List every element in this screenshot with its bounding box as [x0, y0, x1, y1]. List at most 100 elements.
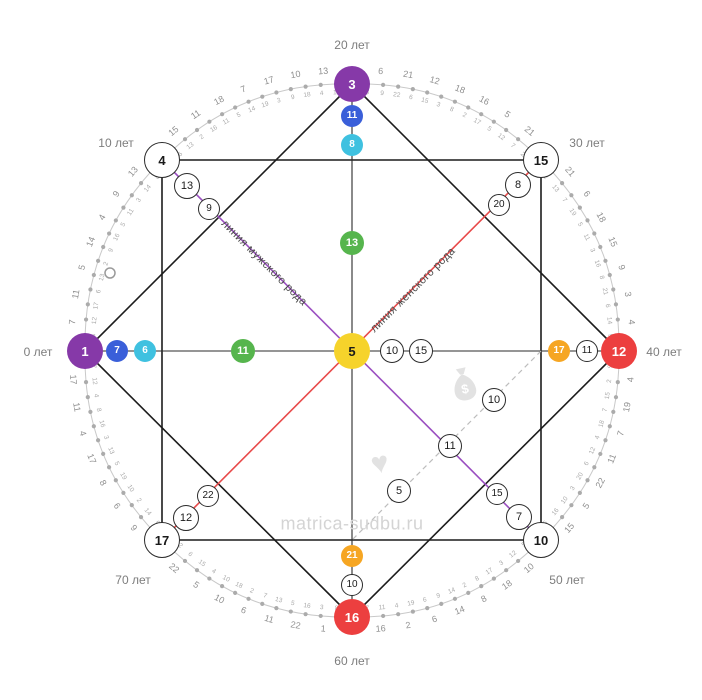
energy-circle-bl-diag-outer[interactable]: 12	[173, 505, 199, 531]
energy-circle-left-cyan[interactable]: 6	[134, 340, 156, 362]
year-dot	[396, 612, 401, 617]
energy-circle-money-line-1[interactable]: 10	[482, 388, 506, 412]
perimeter-energy-inner: 5	[486, 125, 493, 133]
energy-circle-center[interactable]: 5	[334, 333, 370, 369]
perimeter-energy-inner: 12	[91, 316, 99, 324]
year-dot	[466, 105, 471, 110]
energy-circle-age-10-main[interactable]: 4	[144, 142, 180, 178]
year-dot	[611, 409, 616, 414]
svg-text:$: $	[460, 381, 471, 397]
perimeter-energy-outer: 19	[621, 401, 633, 413]
year-dot	[425, 90, 430, 95]
year-dot	[615, 380, 620, 385]
perimeter-energy-inner: 18	[303, 91, 312, 99]
energy-circle-top-cyan[interactable]: 8	[341, 134, 363, 156]
perimeter-energy-outer: 11	[189, 108, 202, 122]
year-dot	[504, 568, 509, 573]
energy-circle-bl-diag-inner[interactable]: 22	[197, 485, 219, 507]
perimeter-energy-outer: 2	[405, 620, 412, 631]
perimeter-energy-inner: 11	[222, 117, 232, 127]
energy-circle-br-diag-outer[interactable]: 7	[506, 504, 532, 530]
perimeter-energy-outer: 22	[290, 619, 302, 631]
energy-circle-left-blue[interactable]: 7	[106, 340, 128, 362]
year-dot	[303, 612, 308, 617]
energy-circle-bottom-white[interactable]: 10	[341, 574, 363, 596]
year-dot	[607, 424, 612, 429]
perimeter-energy-inner: 7	[601, 407, 609, 412]
energy-circle-age-0-main[interactable]: 1	[67, 333, 103, 369]
year-dot	[260, 601, 265, 606]
year-dot	[577, 205, 582, 210]
energy-circle-br-diag-inner[interactable]: 15	[486, 483, 508, 505]
energy-circle-tl-diag-inner[interactable]: 9	[198, 198, 220, 220]
perimeter-energy-outer: 21	[523, 124, 537, 138]
year-dot	[303, 84, 308, 89]
diamond-edge-top-right	[351, 83, 620, 352]
energy-circle-top-green[interactable]: 13	[340, 231, 364, 255]
perimeter-energy-inner: 13	[274, 596, 283, 605]
perimeter-energy-outer: 9	[616, 264, 627, 272]
energy-circle-age-50-main[interactable]: 10	[523, 522, 559, 558]
energy-circle-center-right-2[interactable]: 15	[409, 339, 433, 363]
perimeter-energy-inner: 3	[102, 435, 110, 441]
perimeter-energy-inner: 12	[588, 446, 597, 456]
perimeter-energy-outer: 3	[623, 291, 634, 298]
year-dot	[410, 609, 415, 614]
year-dot	[220, 112, 225, 117]
perimeter-energy-inner: 16	[112, 232, 122, 242]
energy-circle-tr-diag-outer[interactable]: 8	[505, 172, 531, 198]
energy-circle-age-40-main[interactable]: 12	[601, 333, 637, 369]
perimeter-energy-inner: 16	[97, 419, 106, 428]
perimeter-energy-outer: 14	[84, 235, 97, 248]
energy-circle-bottom-orange[interactable]: 21	[341, 545, 363, 567]
perimeter-energy-inner: 5	[120, 221, 128, 228]
age-label-30: 30 лет	[569, 136, 605, 150]
energy-circle-center-right-1[interactable]: 10	[380, 339, 404, 363]
perimeter-energy-inner: 4	[92, 393, 100, 398]
year-dot	[479, 584, 484, 589]
year-dot	[516, 558, 521, 564]
perimeter-energy-inner: 4	[210, 568, 217, 576]
perimeter-energy-inner: 17	[92, 301, 100, 310]
year-dot	[107, 231, 112, 236]
energy-circle-money-line-2[interactable]: 11	[438, 434, 462, 458]
perimeter-energy-outer: 4	[625, 377, 635, 383]
perimeter-energy-outer: 15	[562, 521, 576, 535]
year-dot	[491, 576, 496, 581]
perimeter-energy-inner: 5	[236, 111, 243, 119]
perimeter-energy-inner: 19	[407, 599, 416, 607]
energy-circle-top-blue[interactable]: 11	[341, 105, 363, 127]
female-line-label: линия женского рода	[368, 245, 458, 335]
perimeter-energy-inner: 7	[262, 592, 268, 600]
perimeter-energy-outer: 4	[77, 430, 88, 438]
energy-circle-left-green[interactable]: 11	[231, 339, 255, 363]
year-dot	[194, 127, 200, 133]
age-label-50: 50 лет	[549, 573, 585, 587]
energy-circle-tr-diag-inner[interactable]: 20	[488, 194, 510, 216]
energy-circle-right-orange[interactable]: 17	[548, 340, 570, 362]
perimeter-energy-inner: 2	[606, 379, 613, 384]
perimeter-energy-outer: 5	[581, 501, 592, 511]
perimeter-energy-inner: 11	[378, 604, 386, 612]
perimeter-energy-outer: 16	[478, 94, 492, 108]
perimeter-energy-outer: 18	[595, 210, 609, 224]
perimeter-energy-inner: 6	[422, 596, 428, 604]
year-dot	[439, 94, 444, 99]
energy-circle-money-line-3[interactable]: 5	[387, 479, 411, 503]
energy-circle-right-white[interactable]: 11	[576, 340, 598, 362]
energy-circle-age-60-main[interactable]: 16	[334, 599, 370, 635]
perimeter-energy-outer: 6	[431, 613, 439, 624]
energy-circle-age-20-main[interactable]: 3	[334, 66, 370, 102]
energy-circle-tl-diag-outer[interactable]: 13	[174, 173, 200, 199]
current-age-marker	[104, 267, 116, 279]
perimeter-energy-inner: 2	[135, 497, 143, 504]
perimeter-energy-outer: 22	[167, 561, 181, 575]
energy-circle-age-70-main[interactable]: 17	[144, 522, 180, 558]
perimeter-energy-outer: 7	[615, 430, 626, 438]
energy-circle-age-30-main[interactable]: 15	[523, 142, 559, 178]
year-dot	[88, 409, 93, 414]
year-dot	[381, 82, 386, 87]
year-dot	[491, 119, 496, 124]
perimeter-energy-inner: 2	[249, 587, 255, 595]
